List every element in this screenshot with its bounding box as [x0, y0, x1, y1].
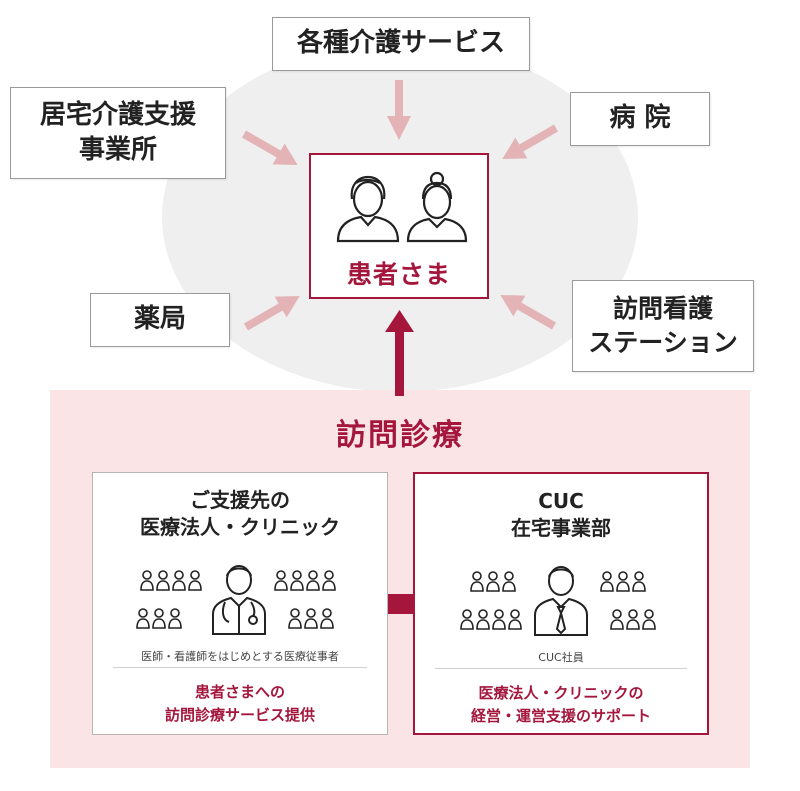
- partner-clinic-caption: 医師・看護師をはじめとする医療従事者: [141, 650, 339, 663]
- cuc-home-division-card: CUC 在宅事業部 CUC社員 医療法人・クリニックの 経営・運営支援のサポート: [413, 472, 709, 735]
- patient-label: 患者さま: [346, 260, 451, 289]
- hospital-box: 病 院: [570, 92, 710, 146]
- pharmacy-label: 薬局: [133, 304, 186, 335]
- partner-clinic-title: ご支援先の 医療法人・クリニック: [140, 488, 340, 539]
- arrow-from-care-services: [387, 80, 411, 140]
- partner-clinic-card: ご支援先の 医療法人・クリニック 医師・看護師をはじめとする医療従事者 患者: [92, 472, 388, 735]
- patients-illustration: [336, 171, 468, 243]
- pharmacy-box: 薬局: [90, 293, 230, 347]
- man-icon: [336, 175, 400, 243]
- cuc-home-division-caption: CUC社員: [538, 651, 584, 664]
- partner-clinic-divider: [113, 667, 367, 668]
- arrow-from-hospital: [502, 124, 558, 159]
- cuc-staff-group-right: [600, 571, 656, 630]
- care-support-office-label: 居宅介護支援 事業所: [39, 99, 196, 165]
- arrow-from-visiting-nurse-station: [500, 295, 556, 330]
- businessman-icon: [534, 566, 588, 636]
- hospital-label: 病 院: [609, 103, 671, 134]
- staff-group-left: [136, 570, 202, 629]
- cuc-home-division-service: 医療法人・クリニックの 経営・運営支援のサポート: [470, 684, 651, 725]
- care-support-office-box: 居宅介護支援 事業所: [10, 87, 226, 179]
- arrow-from-care-support-office: [242, 130, 298, 165]
- medical-staff-illustration: [136, 565, 336, 635]
- woman-icon: [406, 171, 468, 243]
- visiting-nurse-station-label: 訪問看護 ステーション: [588, 294, 738, 357]
- cuc-home-division-divider: [435, 668, 687, 669]
- home-medical-title: 訪問診療: [336, 418, 464, 453]
- care-services-label: 各種介護サービス: [296, 28, 505, 59]
- patient-box: 患者さま: [309, 153, 489, 299]
- doctor-icon: [212, 565, 266, 635]
- partner-clinic-service: 患者さまへの 訪問診療サービス提供: [164, 683, 315, 724]
- arrow-home-medical-to-patient: [385, 310, 414, 396]
- staff-group-right: [274, 570, 336, 629]
- cuc-home-division-title: CUC 在宅事業部: [511, 489, 611, 540]
- visiting-nurse-station-box: 訪問看護 ステーション: [572, 280, 754, 372]
- cuc-staff-illustration: [460, 566, 656, 636]
- care-services-box: 各種介護サービス: [272, 17, 530, 71]
- arrow-from-pharmacy: [244, 296, 300, 331]
- cuc-staff-group-left: [460, 571, 522, 630]
